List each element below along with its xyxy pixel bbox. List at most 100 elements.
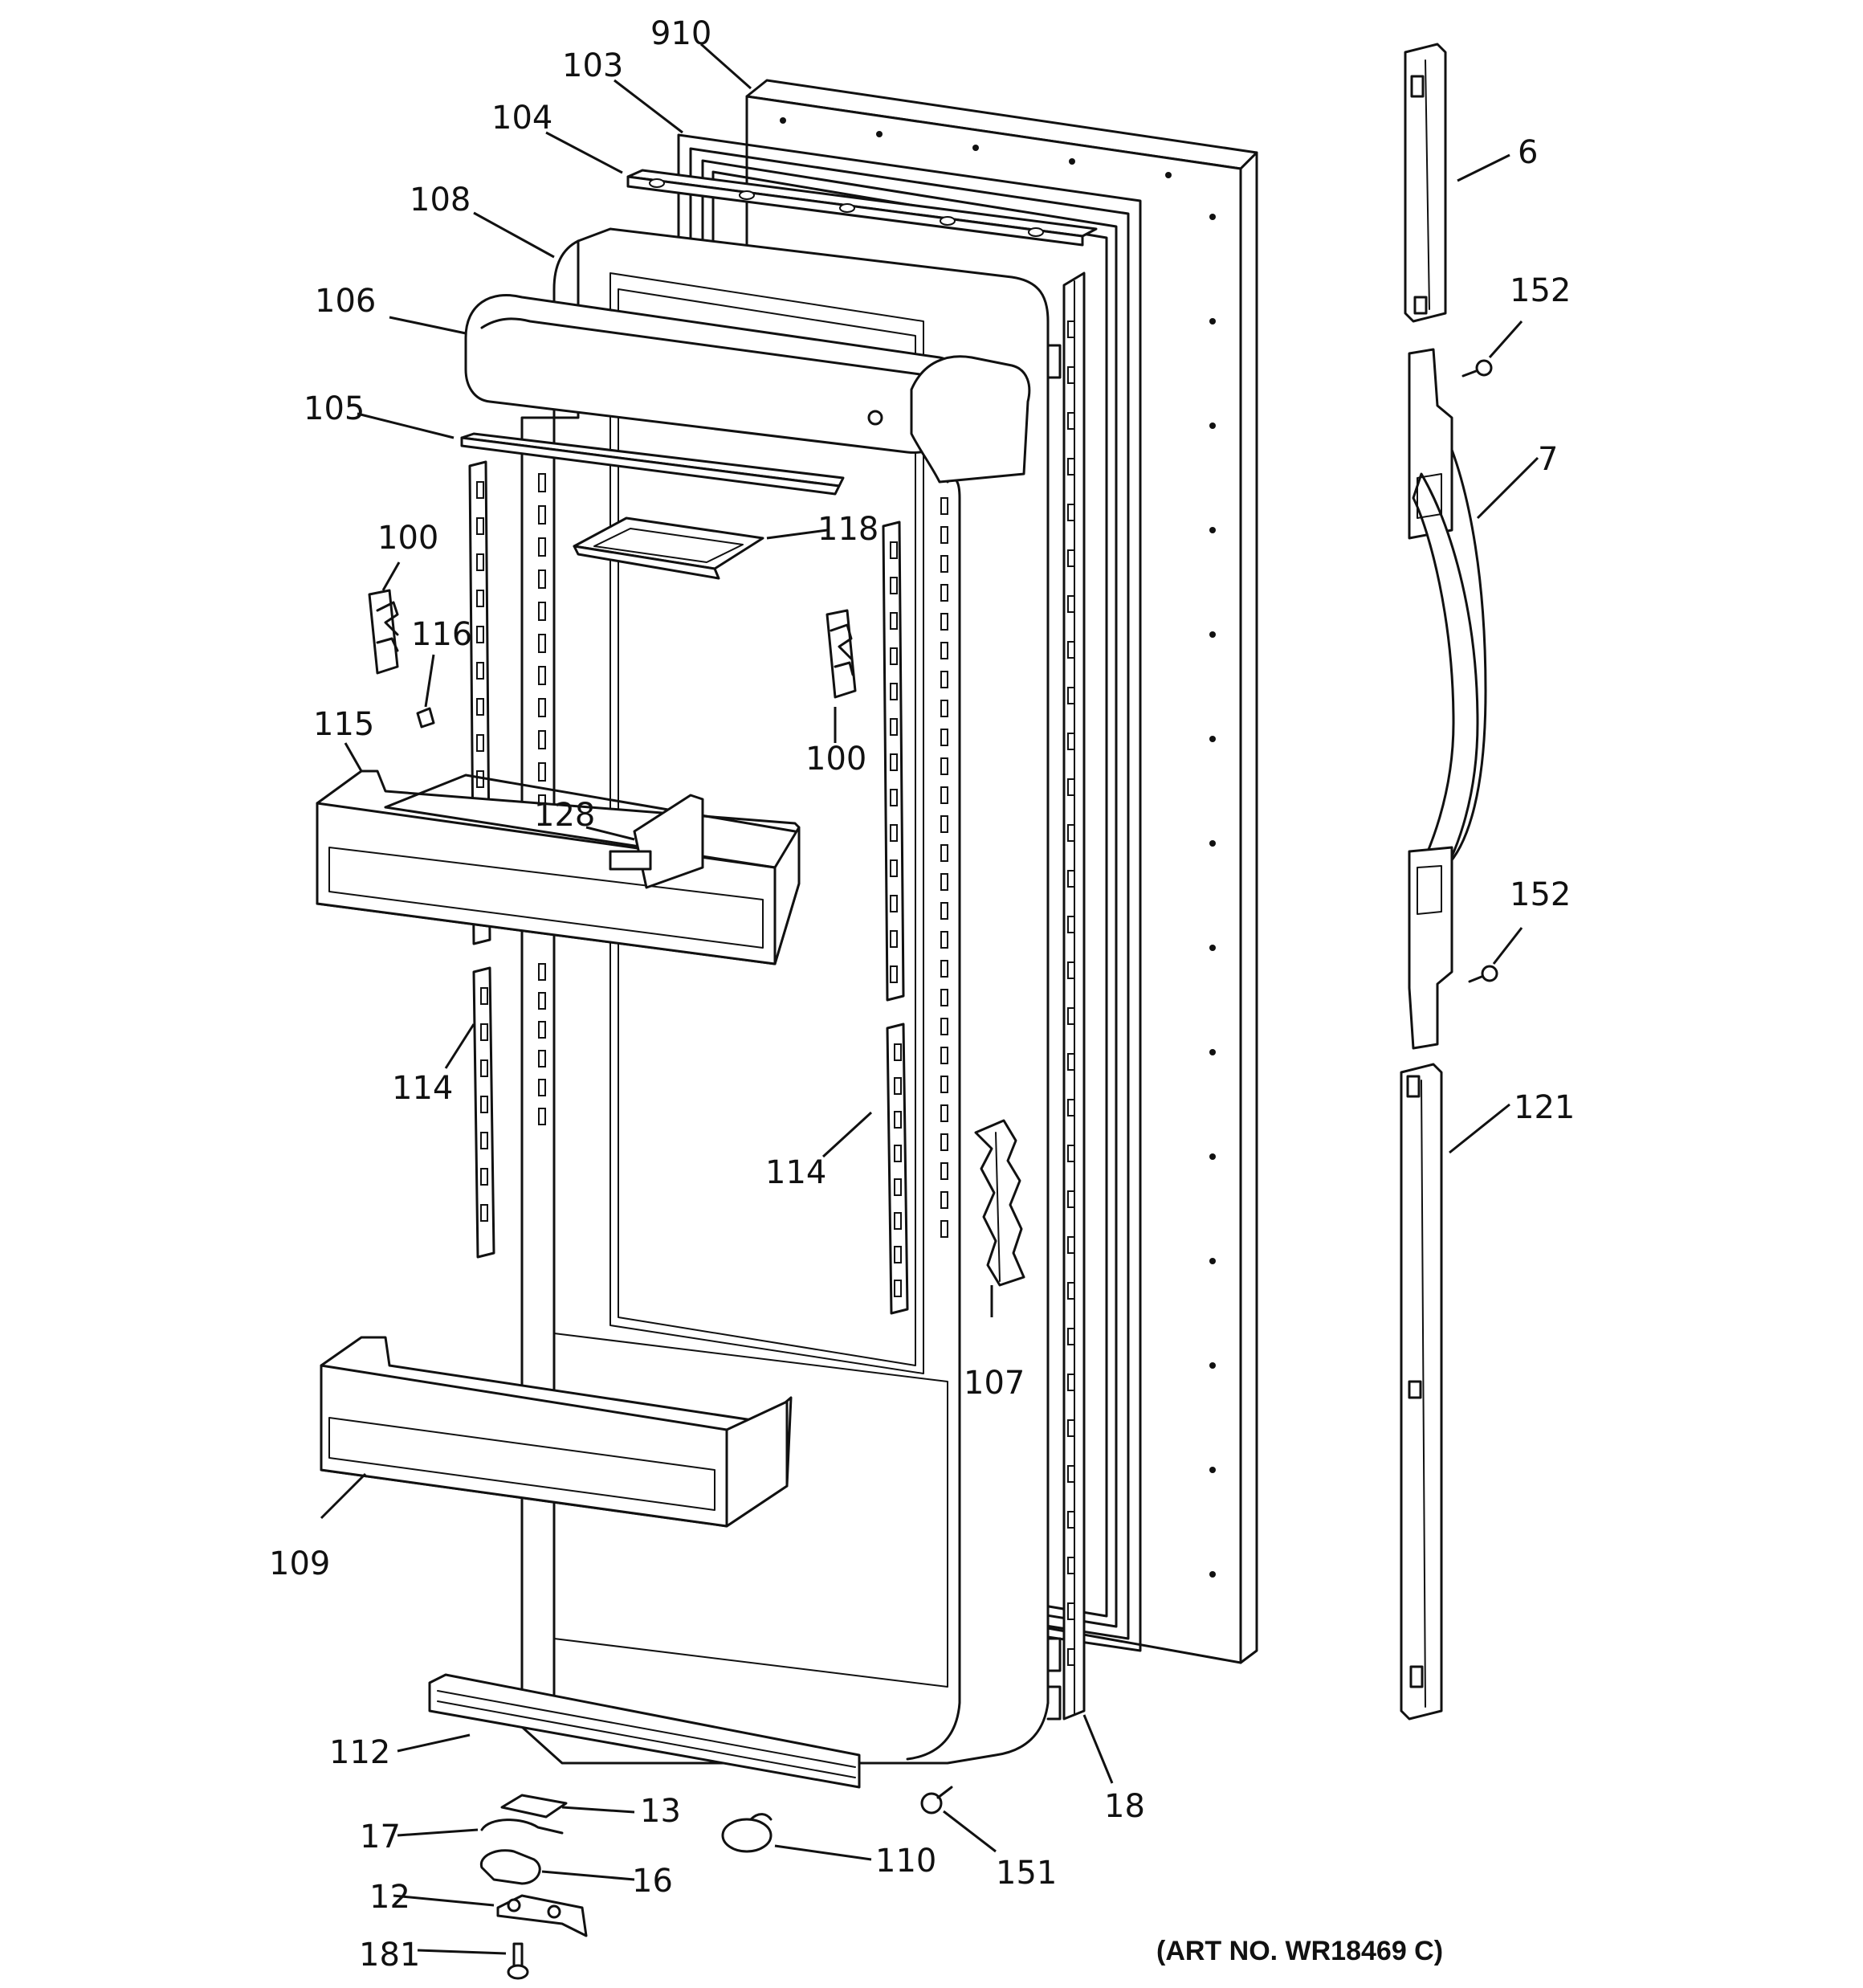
rail-slot <box>890 577 898 594</box>
handle-screw-upper <box>1461 359 1493 378</box>
liner-slot <box>940 613 948 631</box>
label-114-right: 114 <box>765 1154 826 1191</box>
liner-slot <box>940 497 948 515</box>
liner-bracket <box>974 1119 1025 1287</box>
liner-slot <box>940 671 948 688</box>
liner-slot <box>538 1108 546 1125</box>
rail-slot <box>894 1246 902 1263</box>
label-114-left: 114 <box>392 1070 453 1107</box>
label-910: 910 <box>650 15 711 52</box>
liner-slot <box>940 1191 948 1209</box>
hinge-spring <box>480 1819 564 1835</box>
handle-bottom-cap <box>1400 1063 1443 1721</box>
liner-slot <box>940 1220 948 1238</box>
liner-slot <box>538 1079 546 1096</box>
strip-slot <box>1067 1374 1075 1391</box>
rail-slot <box>480 987 488 1005</box>
right-shelf-rail <box>882 520 909 1315</box>
top-mounting-strip <box>626 169 1098 247</box>
strip-slot <box>1067 320 1075 338</box>
strip-slot <box>1067 1648 1075 1666</box>
liner-slot <box>940 1047 948 1064</box>
rail-slot <box>476 590 484 607</box>
rail-slot <box>894 1145 902 1162</box>
strip-slot <box>1067 778 1075 796</box>
panel-dot <box>972 145 979 151</box>
label-105: 105 <box>304 390 365 427</box>
liner-slot <box>538 634 546 653</box>
liner-slot <box>538 537 546 557</box>
liner-slot <box>538 992 546 1010</box>
rail-slot <box>476 481 484 499</box>
rail-slot <box>890 895 898 912</box>
rail-slot <box>476 626 484 643</box>
strip-slot <box>1067 641 1075 659</box>
panel-dot <box>1069 158 1075 165</box>
dairy-trim-strip <box>460 432 845 496</box>
label-6: 6 <box>1518 134 1538 171</box>
liner-slot <box>940 1076 948 1093</box>
label-16: 16 <box>632 1863 673 1900</box>
panel-dot <box>1165 172 1172 178</box>
lower-door-shelf <box>320 1336 793 1528</box>
liner-slot <box>538 730 546 749</box>
label-152-upper: 152 <box>1510 272 1571 309</box>
rail-slot <box>890 647 898 665</box>
rail-slot <box>890 824 898 842</box>
strip-slot <box>1067 916 1075 933</box>
rail-slot <box>480 1132 488 1149</box>
panel-dot <box>1209 840 1216 847</box>
label-110: 110 <box>875 1843 936 1880</box>
panel-dot <box>1209 318 1216 325</box>
rail-slot <box>480 1059 488 1077</box>
label-18: 18 <box>1104 1788 1145 1825</box>
strip-slot <box>1067 1190 1075 1208</box>
hinge-cam <box>479 1849 541 1885</box>
panel-dot <box>1209 214 1216 220</box>
panel-dot <box>1209 631 1216 638</box>
strip-slot <box>1067 1557 1075 1574</box>
label-115: 115 <box>313 706 374 743</box>
rail-slot <box>894 1077 902 1095</box>
label-181: 181 <box>359 1937 420 1974</box>
small-tray <box>573 516 764 580</box>
door-screw <box>920 1786 953 1815</box>
shelf-clip <box>416 707 435 729</box>
strip-slot <box>1067 733 1075 750</box>
liner-slot <box>940 844 948 862</box>
strip-slot <box>1067 549 1075 567</box>
strip-slot <box>1067 961 1075 979</box>
label-108: 108 <box>410 182 471 218</box>
rail-slot <box>476 517 484 535</box>
hinge-screw <box>507 1942 529 1980</box>
hinge-assembly <box>479 1794 588 1980</box>
label-100-right: 100 <box>805 741 866 778</box>
right-shelf-bracket <box>826 609 857 699</box>
liner-slot <box>940 584 948 602</box>
label-118: 118 <box>817 511 879 548</box>
liner-slot <box>538 473 546 492</box>
strip-slot <box>1067 595 1075 613</box>
panel-dot <box>1209 1571 1216 1578</box>
rail-slot <box>894 1178 902 1196</box>
rail-slot <box>890 718 898 736</box>
label-112: 112 <box>329 1734 390 1771</box>
label-128: 128 <box>534 797 595 834</box>
handle-top-cap <box>1404 43 1447 323</box>
label-151: 151 <box>996 1855 1057 1892</box>
strip-slot <box>1067 1419 1075 1437</box>
hinge-shim <box>500 1794 568 1819</box>
leader-lines <box>320 43 1539 1955</box>
rail-slot <box>890 789 898 806</box>
liner-slot <box>940 786 948 804</box>
liner-slot <box>538 505 546 525</box>
upper-door-shelf <box>316 769 801 965</box>
liner-slot <box>940 700 948 717</box>
rail-slot <box>480 1096 488 1113</box>
liner-slot <box>538 762 546 782</box>
label-100-left: 100 <box>377 520 438 557</box>
panel-dot <box>1209 945 1216 951</box>
liner-slot <box>940 931 948 949</box>
label-107: 107 <box>964 1365 1025 1402</box>
